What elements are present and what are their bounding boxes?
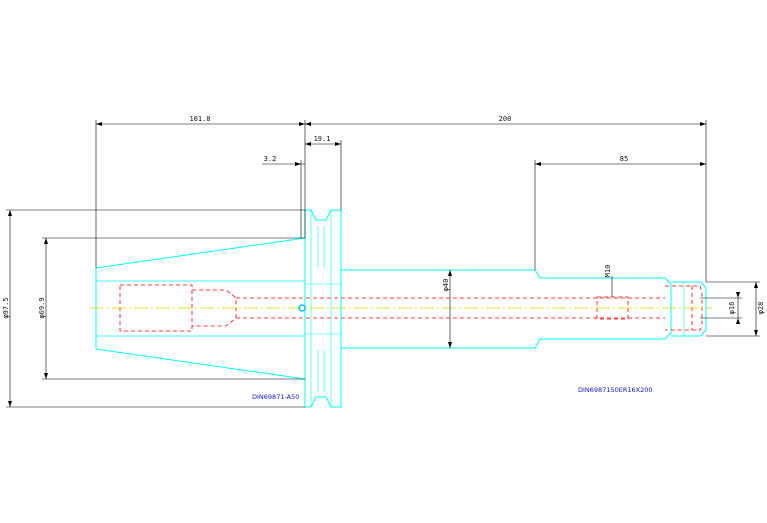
dimension-arrows [8, 122, 758, 407]
collet-seat [665, 285, 703, 331]
dim-dia-flange: φ97.5 [2, 297, 10, 318]
dim-front-length: 85 [620, 155, 628, 163]
dim-dia-taper: φ69.9 [38, 297, 46, 318]
part-outline [95, 209, 707, 408]
thread-bore [596, 296, 629, 320]
taper-outline [95, 237, 306, 380]
dim-flange-offset: 3.2 [264, 155, 277, 163]
dim-dia-bore: φ16 [728, 302, 736, 315]
dim-dia-nose: φ28 [757, 302, 765, 315]
dim-length-left: 101.8 [189, 115, 210, 123]
dimension-lines [6, 120, 760, 408]
label-holder-standard: DIN69871-A50 [252, 393, 299, 401]
center-mark [298, 304, 306, 312]
shank-outline [341, 269, 672, 349]
dim-dia-shank: φ40 [442, 279, 450, 292]
dim-length-main: 200 [499, 115, 512, 123]
label-collet-standard: DIN6987150ER16X200 [578, 386, 653, 394]
nose-outline [671, 281, 707, 337]
dim-flange-width: 19.1 [314, 135, 331, 143]
dim-thread: M10 [604, 265, 612, 278]
